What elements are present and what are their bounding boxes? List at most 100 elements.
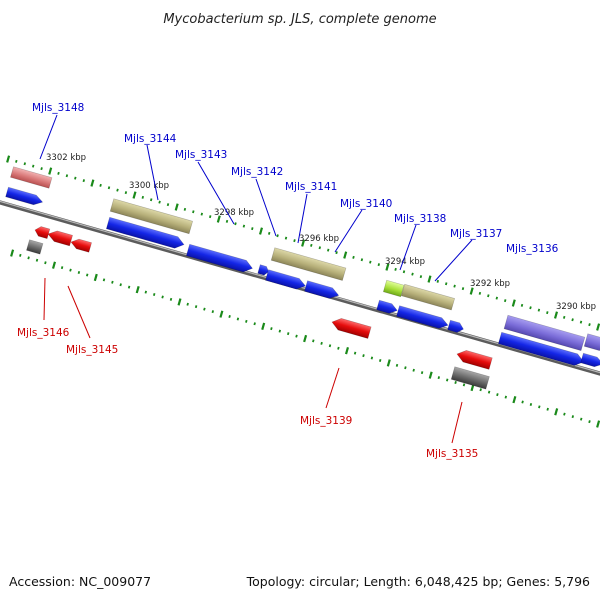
accession-text: Accession: NC_009077	[9, 574, 151, 589]
tick-mark-upper	[537, 308, 541, 312]
feature-block-olive-3144	[109, 198, 194, 235]
tick-mark-lower	[77, 270, 81, 274]
tick-mark-lower	[521, 400, 524, 404]
tick-mark-upper	[234, 222, 237, 226]
tick-mark-lower	[169, 297, 173, 301]
tick-mark-lower	[378, 358, 382, 362]
tick-mark-upper	[511, 299, 516, 307]
gene-arrow-mjls-3145	[70, 238, 92, 253]
tick-mark-lower	[60, 266, 64, 270]
tick-mark-upper	[377, 263, 381, 267]
tick-mark-lower	[295, 334, 298, 338]
tick-mark-lower	[479, 388, 482, 392]
tick-mark-lower	[111, 280, 114, 284]
tick-mark-lower	[370, 356, 374, 360]
tick-mark-upper	[242, 224, 246, 228]
tick-mark-lower	[35, 258, 39, 262]
tick-mark-lower	[312, 339, 315, 343]
tick-mark-lower	[404, 366, 407, 370]
gene-label-mjls-3139: Mjls_3139	[300, 415, 352, 427]
tick-mark-lower	[278, 329, 282, 333]
label-leader-lines	[39, 114, 473, 444]
tick-mark-lower	[211, 310, 215, 314]
tick-mark-upper	[369, 260, 372, 264]
tick-mark-upper	[40, 167, 43, 171]
tick-mark-upper	[588, 323, 591, 327]
gene-label-mjls-3148: Mjls_3148	[32, 102, 84, 114]
tick-mark-upper	[31, 164, 35, 168]
tick-mark-upper	[427, 275, 432, 283]
feature-block-gray-3146	[26, 239, 44, 255]
tick-mark-upper	[183, 207, 187, 211]
tick-mark-upper	[520, 303, 524, 307]
gene-label-mjls-3138: Mjls_3138	[394, 213, 446, 225]
tick-mark-upper	[546, 311, 549, 315]
gene-label-mjls-3137: Mjls_3137	[450, 228, 502, 240]
tick-mark-lower	[487, 390, 491, 394]
gene-label-mjls-3135: Mjls_3135	[426, 448, 478, 460]
kbp-label-3298: 3298 kbp	[214, 208, 254, 218]
gene-arrow-mjls-3136	[497, 331, 585, 366]
gene-label-mjls-3144: Mjls_3144	[124, 133, 177, 145]
tick-mark-lower	[596, 420, 600, 428]
tick-mark-upper	[6, 155, 11, 163]
tick-mark-lower	[538, 405, 541, 409]
tick-mark-upper	[208, 215, 212, 219]
tick-mark-lower	[228, 314, 231, 318]
tick-mark-lower	[261, 322, 266, 330]
tick-mark-lower	[93, 273, 98, 282]
tick-mark-upper	[251, 227, 254, 231]
tick-mark-upper	[107, 186, 111, 190]
tick-mark-upper	[258, 227, 264, 235]
tick-mark-lower	[344, 347, 350, 355]
tick-mark-lower	[362, 354, 365, 358]
tick-mark-upper	[571, 318, 574, 322]
gene-arrow-mjls-3140	[304, 280, 340, 299]
tick-mark-upper	[385, 263, 390, 271]
tick-mark-upper	[596, 323, 600, 331]
tick-mark-upper	[116, 188, 119, 192]
tick-mark-lower	[428, 371, 433, 379]
tick-mark-lower	[177, 298, 182, 306]
tick-mark-upper	[149, 198, 153, 202]
tick-mark-lower	[135, 285, 140, 294]
tick-mark-lower	[245, 319, 248, 323]
tick-mark-lower	[161, 295, 164, 299]
kbp-label-3292: 3292 kbp	[470, 279, 510, 289]
tick-mark-upper	[335, 251, 338, 255]
kbp-label-3300: 3300 kbp	[129, 181, 169, 191]
tick-mark-lower	[496, 393, 499, 397]
tick-mark-upper	[360, 258, 364, 262]
tick-mark-lower	[51, 261, 57, 269]
tick-mark-lower	[320, 341, 323, 345]
gene-label-mjls-3142: Mjls_3142	[231, 166, 283, 178]
gene-arrow-small	[447, 319, 464, 333]
tick-mark-upper	[343, 251, 348, 259]
tick-mark-upper	[293, 239, 296, 243]
gene-arrow-mjls-3146a	[34, 226, 51, 240]
tick-mark-lower	[270, 327, 273, 331]
tick-mark-lower	[554, 408, 559, 416]
genome-backbone	[0, 200, 600, 376]
gene-arrow-mjls-3137	[396, 305, 449, 329]
gene-arrow-mjls-3146b	[47, 230, 73, 247]
tick-mark-upper	[90, 179, 95, 187]
gene-label-mjls-3140: Mjls_3140	[340, 198, 392, 210]
tick-mark-lower	[337, 346, 340, 350]
gene-features	[5, 166, 600, 390]
tick-mark-lower	[303, 334, 308, 343]
feature-block-pink	[10, 166, 53, 189]
tick-mark-upper	[411, 272, 414, 276]
feature-block-olive-3140	[270, 247, 347, 281]
tick-mark-lower	[286, 332, 290, 336]
tick-mark-upper	[192, 210, 195, 214]
tick-mark-lower	[194, 305, 198, 309]
tick-mark-upper	[82, 179, 86, 183]
gene-arrow-mjls-3135	[456, 350, 493, 370]
tick-mark-upper	[141, 195, 145, 199]
gene-arrow-mjls-3141	[265, 269, 306, 290]
tick-mark-lower	[69, 268, 72, 272]
gene-label-mjls-3141: Mjls_3141	[285, 181, 337, 193]
tick-mark-upper	[216, 215, 221, 223]
feature-block-purple-3136	[503, 314, 586, 352]
